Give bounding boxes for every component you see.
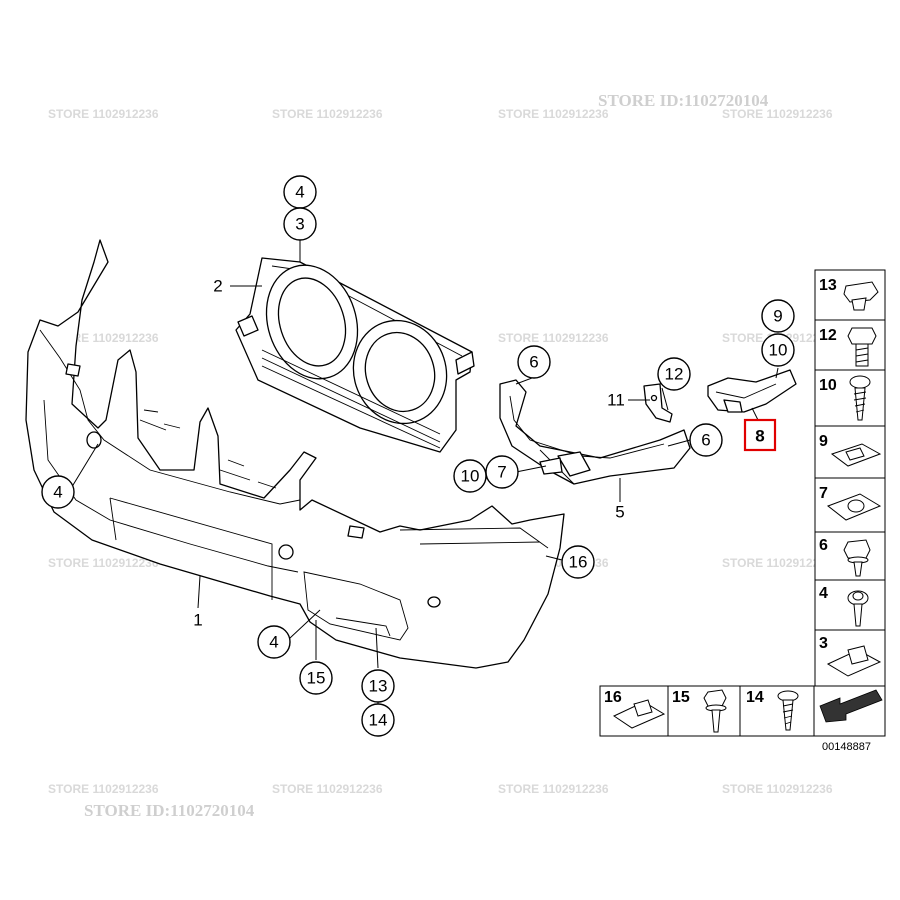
arrow-panel xyxy=(813,685,886,737)
callout-label: 6 xyxy=(701,431,710,450)
callout-4-top: 4 xyxy=(283,175,317,209)
panel-label: 13 xyxy=(819,277,837,294)
panel-label: 7 xyxy=(819,485,828,502)
highlight-part-8: 8 xyxy=(743,418,777,452)
callout-label: 7 xyxy=(497,463,506,482)
callout-label: 3 xyxy=(295,215,304,234)
guide-bracket-part xyxy=(707,369,797,413)
highlight-label: 8 xyxy=(755,427,764,446)
screw-icon xyxy=(849,375,871,389)
panel-7: 7 xyxy=(814,477,886,533)
callout-label: 12 xyxy=(665,365,684,384)
hex-bolt-icon xyxy=(847,327,877,345)
callout-label: 16 xyxy=(569,553,588,572)
watermark-text: STORE 1102912236 xyxy=(722,107,833,121)
watermark-text: STORE 1102912236 xyxy=(48,556,159,570)
callout-label: 10 xyxy=(769,341,788,360)
panel-12: 12 xyxy=(814,319,886,371)
callout-6-upper: 6 xyxy=(517,345,551,379)
callout-15: 15 xyxy=(299,661,333,695)
hardware-legend: 13 12 10 9 7 xyxy=(599,269,886,753)
watermark-text: STORE 1102912236 xyxy=(498,107,609,121)
watermark-store-id: STORE ID:1102720104 xyxy=(84,801,255,820)
panel-13: 13 xyxy=(814,269,886,321)
watermark-store-id: STORE ID:1102720104 xyxy=(598,91,769,110)
panel-label: 6 xyxy=(819,537,828,554)
callout-label: 9 xyxy=(773,307,782,326)
watermark-text: STORE 1102912236 xyxy=(498,782,609,796)
callout-10-lower: 10 xyxy=(453,459,487,493)
panel-label: 3 xyxy=(819,635,828,652)
callout-label: 15 xyxy=(307,669,326,688)
watermark-text: STORE 1102912236 xyxy=(48,107,159,121)
panel-14: 14 xyxy=(739,685,815,737)
callout-3: 3 xyxy=(283,207,317,241)
panel-15: 15 xyxy=(667,685,741,737)
callout-16: 16 xyxy=(561,545,595,579)
panel-label: 4 xyxy=(819,585,828,602)
callout-label: 6 xyxy=(529,353,538,372)
small-bracket-part xyxy=(643,383,673,423)
panel-label: 15 xyxy=(672,689,690,706)
panel-3: 3 xyxy=(814,629,886,687)
callout-label: 4 xyxy=(295,183,304,202)
panel-label: 12 xyxy=(819,327,837,344)
bumper-bracket-part xyxy=(499,379,691,485)
nut-clip-icon xyxy=(843,281,879,303)
callout-label: 10 xyxy=(461,467,480,486)
panel-label: 9 xyxy=(819,433,828,450)
collar-screw-icon xyxy=(843,539,871,559)
panel-label: 10 xyxy=(819,377,837,394)
document-number: 00148887 xyxy=(822,741,871,753)
callout-7: 7 xyxy=(485,455,519,489)
watermark-text: STORE 1102912236 xyxy=(272,782,383,796)
panel-16: 16 xyxy=(599,685,669,737)
panel-label: 16 xyxy=(604,689,622,706)
callout-12: 12 xyxy=(657,357,691,391)
panel-9: 9 xyxy=(814,425,886,479)
watermark-text: STORE 1102912236 xyxy=(498,331,609,345)
label-2: 2 xyxy=(213,277,222,296)
label-5: 5 xyxy=(615,503,624,522)
watermark-text: STORE 1102912236 xyxy=(272,107,383,121)
panel-label: 14 xyxy=(746,689,764,706)
flange-screw-icon xyxy=(703,689,727,707)
callout-14: 14 xyxy=(361,703,395,737)
callout-label: 4 xyxy=(53,483,62,502)
callout-label: 13 xyxy=(369,677,388,696)
callout-13: 13 xyxy=(361,669,395,703)
callout-9: 9 xyxy=(761,299,795,333)
label-1: 1 xyxy=(193,611,202,630)
panel-6: 6 xyxy=(814,531,886,581)
callout-10-upper: 10 xyxy=(761,333,795,367)
watermark-text: STORE 1102912236 xyxy=(48,782,159,796)
callout-4-left: 4 xyxy=(41,475,75,509)
panel-4: 4 xyxy=(814,579,886,631)
arrow-icon xyxy=(819,689,883,723)
watermark-text: STORE 1102912236 xyxy=(722,782,833,796)
grille-carrier-part xyxy=(235,257,475,453)
callout-label: 4 xyxy=(269,633,278,652)
panel-10: 10 xyxy=(814,369,886,427)
callout-label: 14 xyxy=(369,711,388,730)
callout-6-right: 6 xyxy=(689,423,723,457)
label-11: 11 xyxy=(607,391,625,410)
callout-4-bottom: 4 xyxy=(257,625,291,659)
watermark-text: STORE 1102912236 xyxy=(722,556,833,570)
